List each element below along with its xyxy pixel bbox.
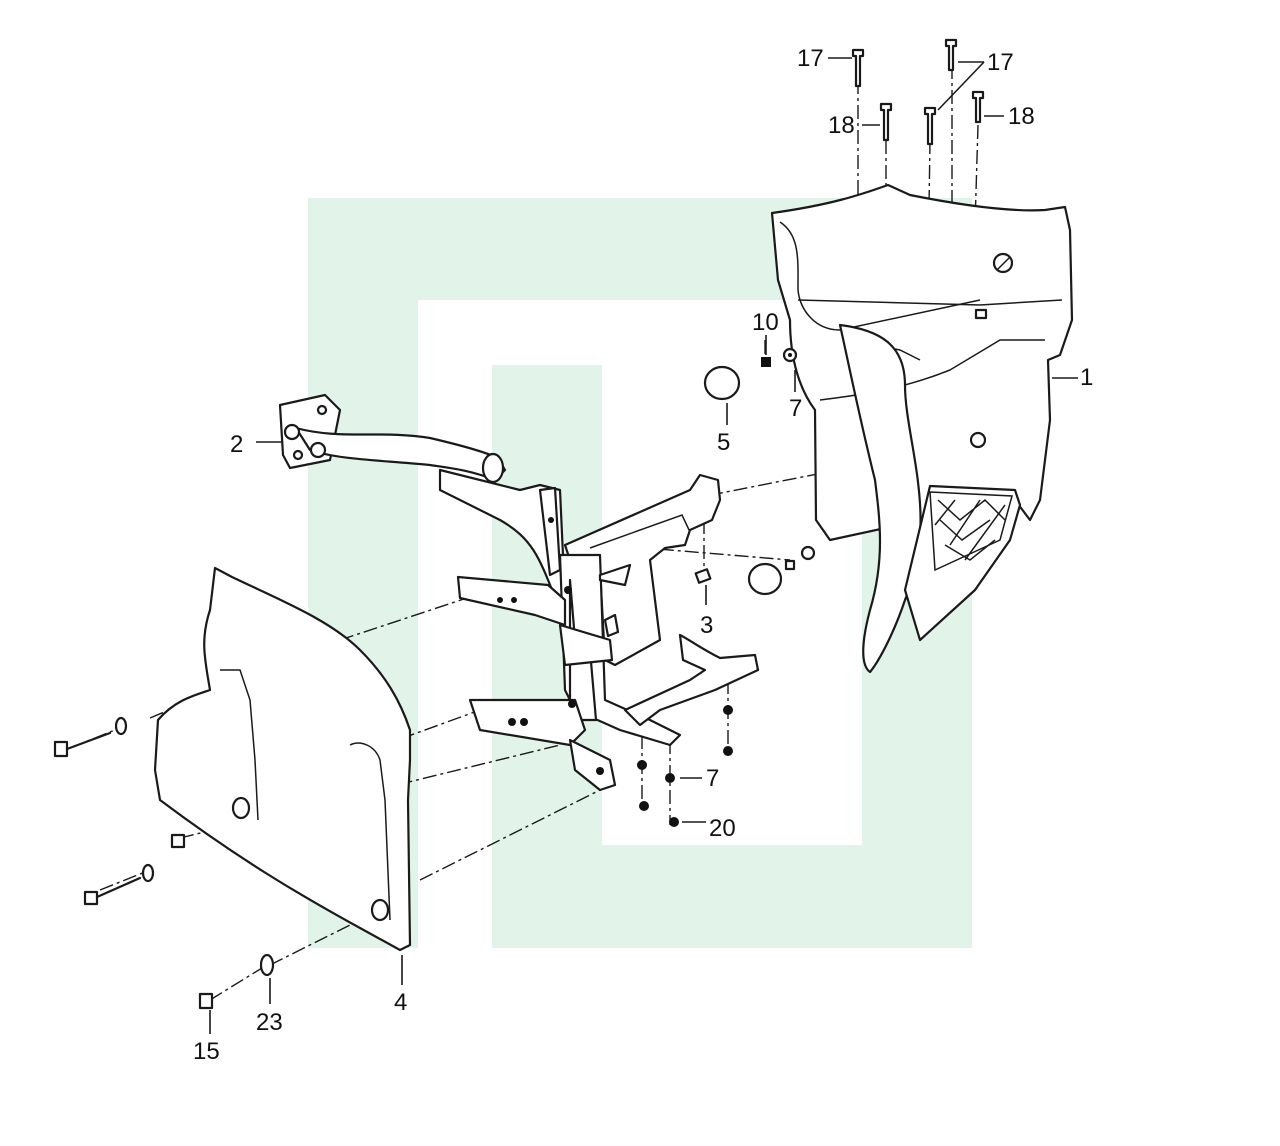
label-part-7-upper: 7 [789, 395, 802, 422]
part-2-grab-bar [256, 393, 567, 612]
hardware [53, 38, 1004, 1034]
label-part-10: 10 [752, 309, 779, 336]
label-part-3: 3 [700, 612, 713, 639]
label-part-7-lower: 7 [706, 765, 719, 792]
label-part-5: 5 [717, 429, 730, 456]
label-part-18-left: 18 [828, 112, 855, 139]
label-part-1: 1 [1080, 364, 1093, 391]
part-4-side-panel [153, 566, 412, 985]
mounting-plates [456, 486, 617, 792]
label-part-4: 4 [394, 989, 407, 1016]
part-1-step-fender [770, 183, 1078, 674]
label-part-20: 20 [709, 815, 736, 842]
callout-labels: 1 2 3 4 5 7 7 10 15 17 17 18 18 20 23 [193, 45, 1093, 1065]
label-part-2: 2 [230, 431, 243, 458]
label-part-17-left: 17 [797, 45, 824, 72]
label-part-17-right: 17 [987, 49, 1014, 76]
label-part-18-right: 18 [1008, 103, 1035, 130]
part-5-caps [703, 365, 783, 596]
label-part-15: 15 [193, 1038, 220, 1065]
label-part-23: 23 [256, 1009, 283, 1036]
